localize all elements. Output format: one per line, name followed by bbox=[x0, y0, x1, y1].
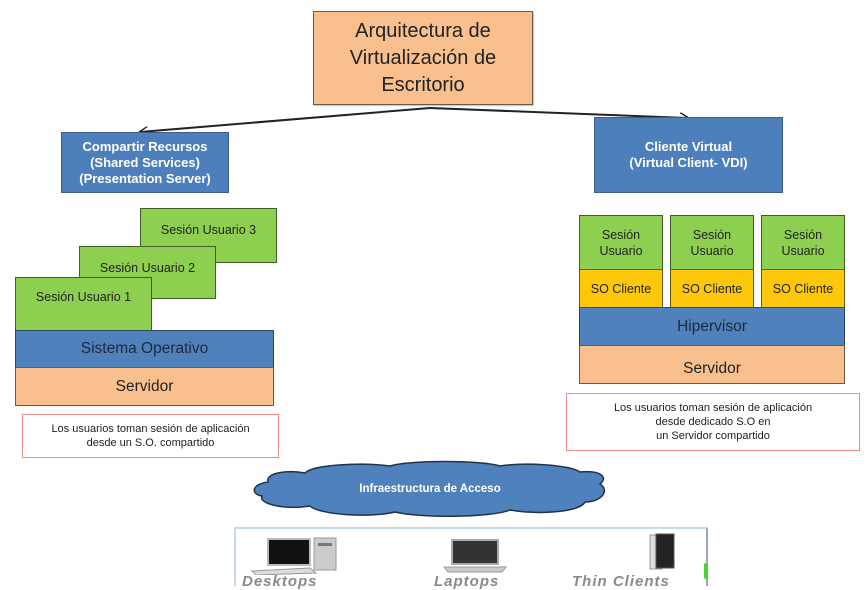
arrow-to-virtual-client bbox=[429, 107, 688, 118]
operating-system-label: Sistema Operativo bbox=[80, 340, 209, 357]
title-line-3: Escritorio bbox=[381, 73, 465, 96]
shared-services-line-2: (Shared Services) bbox=[90, 154, 200, 170]
access-infrastructure-cloud: Infraestructura de Acceso bbox=[253, 460, 606, 518]
hypervisor-layer: Hipervisor bbox=[579, 307, 845, 346]
vdi-os-client-3: SO Cliente bbox=[761, 269, 845, 308]
vdi-session-3-line-1: Sesión bbox=[783, 227, 823, 242]
shared-services-box: Compartir Recursos (Shared Services) (Pr… bbox=[61, 132, 229, 193]
right-server-label: Servidor bbox=[683, 359, 741, 377]
right-note-line-2: desde dedicado S.O en bbox=[655, 416, 771, 428]
arrow-to-shared-services bbox=[140, 107, 431, 132]
client-devices-panel: Desktops Laptops Thin Clients bbox=[234, 527, 708, 590]
vdi-session-1-line-1: Sesión bbox=[601, 227, 641, 242]
session-user-3-label: Sesión Usuario 3 bbox=[160, 223, 257, 237]
session-user-2-label: Sesión Usuario 2 bbox=[99, 261, 196, 275]
virtual-client-line-1: Cliente Virtual bbox=[644, 139, 733, 154]
vdi-os-client-3-label: SO Cliente bbox=[772, 281, 834, 296]
right-note-line-3: un Servidor compartido bbox=[656, 430, 770, 442]
vdi-session-3-line-2: Usuario bbox=[781, 243, 825, 258]
vdi-os-client-2: SO Cliente bbox=[670, 269, 754, 308]
operating-system-layer: Sistema Operativo bbox=[15, 330, 274, 368]
device-label-desktops: Desktops bbox=[242, 573, 318, 590]
vdi-session-1: Sesión Usuario bbox=[579, 215, 663, 270]
device-label-thin-clients: Thin Clients bbox=[572, 573, 670, 590]
vdi-os-client-2-label: SO Cliente bbox=[681, 281, 743, 296]
vdi-session-2-line-1: Sesión bbox=[692, 227, 732, 242]
thin-client-icon bbox=[649, 533, 675, 570]
right-note-line-1: Los usuarios toman sesión de aplicación bbox=[613, 402, 813, 414]
device-label-laptops: Laptops bbox=[434, 573, 500, 590]
virtual-client-box: Cliente Virtual (Virtual Client- VDI) bbox=[594, 117, 783, 193]
left-server-label: Servidor bbox=[115, 377, 174, 395]
vdi-os-client-1-label: SO Cliente bbox=[590, 281, 652, 296]
left-note-box: Los usuarios toman sesión de aplicación … bbox=[22, 414, 279, 458]
vdi-os-client-1: SO Cliente bbox=[579, 269, 663, 308]
title-line-1: Arquitectura de bbox=[355, 19, 491, 42]
vdi-session-2: Sesión Usuario bbox=[670, 215, 754, 270]
desktop-computer-icon bbox=[250, 537, 337, 575]
title-line-2: Virtualización de bbox=[349, 46, 497, 69]
right-note-box: Los usuarios toman sesión de aplicación … bbox=[566, 393, 860, 451]
vdi-session-2-line-2: Usuario bbox=[690, 243, 734, 258]
virtual-client-line-2: (Virtual Client- VDI) bbox=[629, 155, 748, 170]
diagram-title-box: Arquitectura de Virtualización de Escrit… bbox=[313, 11, 533, 105]
vdi-session-3: Sesión Usuario bbox=[761, 215, 845, 270]
left-note-line-2: desde un S.O. compartido bbox=[86, 437, 215, 449]
shared-services-line-1: Compartir Recursos bbox=[82, 138, 208, 154]
left-server-layer: Servidor bbox=[15, 367, 274, 406]
session-user-1-label: Sesión Usuario 1 bbox=[35, 290, 132, 304]
hypervisor-label: Hipervisor bbox=[677, 317, 747, 335]
laptop-icon bbox=[442, 539, 508, 573]
green-indicator bbox=[704, 563, 708, 579]
cloud-shape bbox=[253, 460, 606, 518]
vdi-session-1-line-2: Usuario bbox=[599, 243, 643, 258]
session-user-1: Sesión Usuario 1 bbox=[15, 277, 152, 331]
left-note-line-1: Los usuarios toman sesión de aplicación bbox=[51, 423, 250, 435]
cloud-label: Infraestructura de Acceso bbox=[359, 483, 500, 495]
shared-services-line-3: (Presentation Server) bbox=[79, 170, 211, 186]
right-server-layer: Servidor bbox=[579, 345, 845, 384]
